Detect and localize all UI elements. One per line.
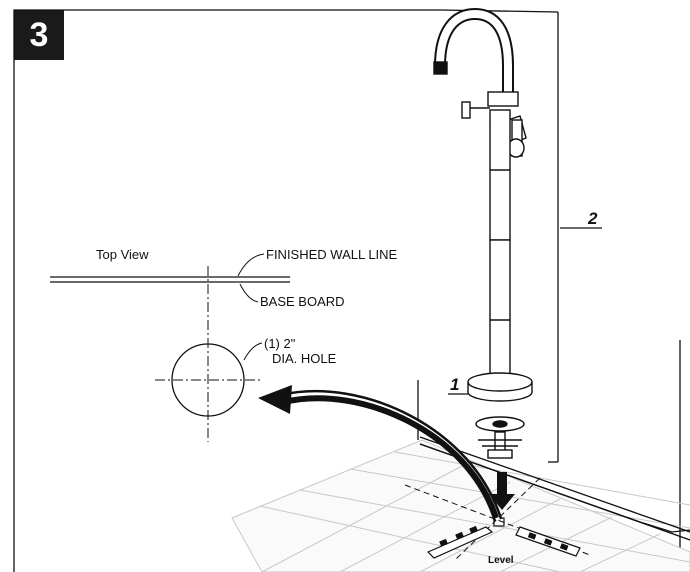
callout-leaders: [448, 227, 602, 395]
level-tool-left: [426, 525, 494, 559]
finished-wall-label: FINISHED WALL LINE: [266, 247, 398, 262]
top-view-drawing: [50, 253, 290, 442]
frame: [13, 9, 681, 572]
top-view-title: Top View: [96, 247, 149, 262]
floor-tiles: [231, 439, 690, 572]
down-arrow: [489, 472, 515, 510]
level-label: Level: [488, 555, 514, 566]
reference-arrow: [258, 385, 503, 522]
baseboard-label: BASE BOARD: [260, 294, 345, 309]
step-number-badge: 3: [14, 10, 64, 60]
callout-part-1: 1: [450, 375, 459, 394]
level-tool-right: [515, 526, 581, 557]
callout-part-2: 2: [587, 209, 598, 228]
hole-label-line2: DIA. HOLE: [272, 351, 337, 366]
faucet-illustration: [433, 7, 533, 459]
hole-label-line1: (1) 2": [264, 336, 296, 351]
